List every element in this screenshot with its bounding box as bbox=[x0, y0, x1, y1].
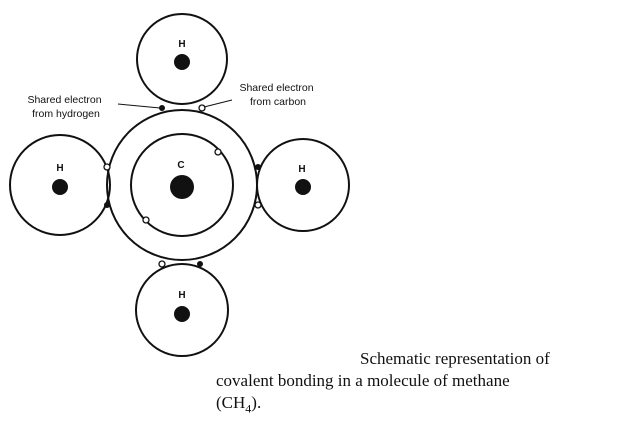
label-shared-electron-carbon: Shared electron from carbon bbox=[239, 82, 316, 108]
shared-electron-carbon bbox=[104, 202, 110, 208]
caption-formula-suffix: ). bbox=[251, 393, 262, 412]
shared-electron-hydrogen bbox=[158, 260, 166, 268]
shared-electron-carbon bbox=[254, 201, 262, 209]
callout-line-carbon bbox=[203, 99, 233, 108]
caption-line-3: (CH4). bbox=[216, 392, 261, 419]
label-carbon-line1: Shared electron bbox=[239, 82, 313, 94]
shared-electron-hydrogen bbox=[255, 164, 261, 170]
caption-formula-subscript: 4 bbox=[245, 401, 252, 416]
callout-line-hydrogen bbox=[117, 103, 161, 109]
label-hydrogen-line1: Shared electron bbox=[27, 94, 101, 106]
shared-electron-carbon bbox=[197, 261, 203, 267]
hydrogen-left-nucleus bbox=[52, 179, 68, 195]
hydrogen-right-shell bbox=[256, 138, 350, 232]
carbon-symbol: C bbox=[177, 160, 184, 171]
hydrogen-bottom-shell bbox=[135, 263, 229, 357]
hydrogen-atom-bottom: H bbox=[135, 263, 229, 357]
label-shared-electron-hydrogen: Shared electron from hydrogen bbox=[27, 94, 104, 120]
hydrogen-top-symbol: H bbox=[178, 39, 185, 50]
hydrogen-atom-top: H bbox=[136, 13, 228, 105]
caption-line-1: Schematic representation of bbox=[360, 349, 550, 368]
carbon-inner-electron bbox=[142, 216, 150, 224]
caption-formula-prefix: (CH bbox=[216, 393, 246, 412]
shared-electron-hydrogen bbox=[103, 163, 111, 171]
shared-electron-hydrogen bbox=[159, 105, 165, 111]
hydrogen-left-shell bbox=[9, 134, 111, 236]
hydrogen-right-nucleus bbox=[295, 179, 311, 195]
carbon-inner-shell bbox=[130, 133, 234, 237]
hydrogen-right-symbol: H bbox=[298, 164, 305, 175]
hydrogen-top-shell bbox=[136, 13, 228, 105]
carbon-inner-electron bbox=[214, 148, 222, 156]
hydrogen-atom-left: H bbox=[9, 134, 111, 236]
hydrogen-bottom-nucleus bbox=[174, 306, 190, 322]
hydrogen-left-symbol: H bbox=[56, 163, 63, 174]
shared-electron-carbon bbox=[198, 104, 206, 112]
label-hydrogen-line2: from hydrogen bbox=[32, 108, 100, 120]
hydrogen-atom-right: H bbox=[256, 138, 350, 232]
caption-line-2: covalent bonding in a molecule of methan… bbox=[216, 371, 510, 390]
carbon-nucleus bbox=[170, 175, 194, 199]
hydrogen-top-nucleus bbox=[174, 54, 190, 70]
hydrogen-bottom-symbol: H bbox=[178, 290, 185, 301]
label-carbon-line2: from carbon bbox=[250, 96, 306, 108]
